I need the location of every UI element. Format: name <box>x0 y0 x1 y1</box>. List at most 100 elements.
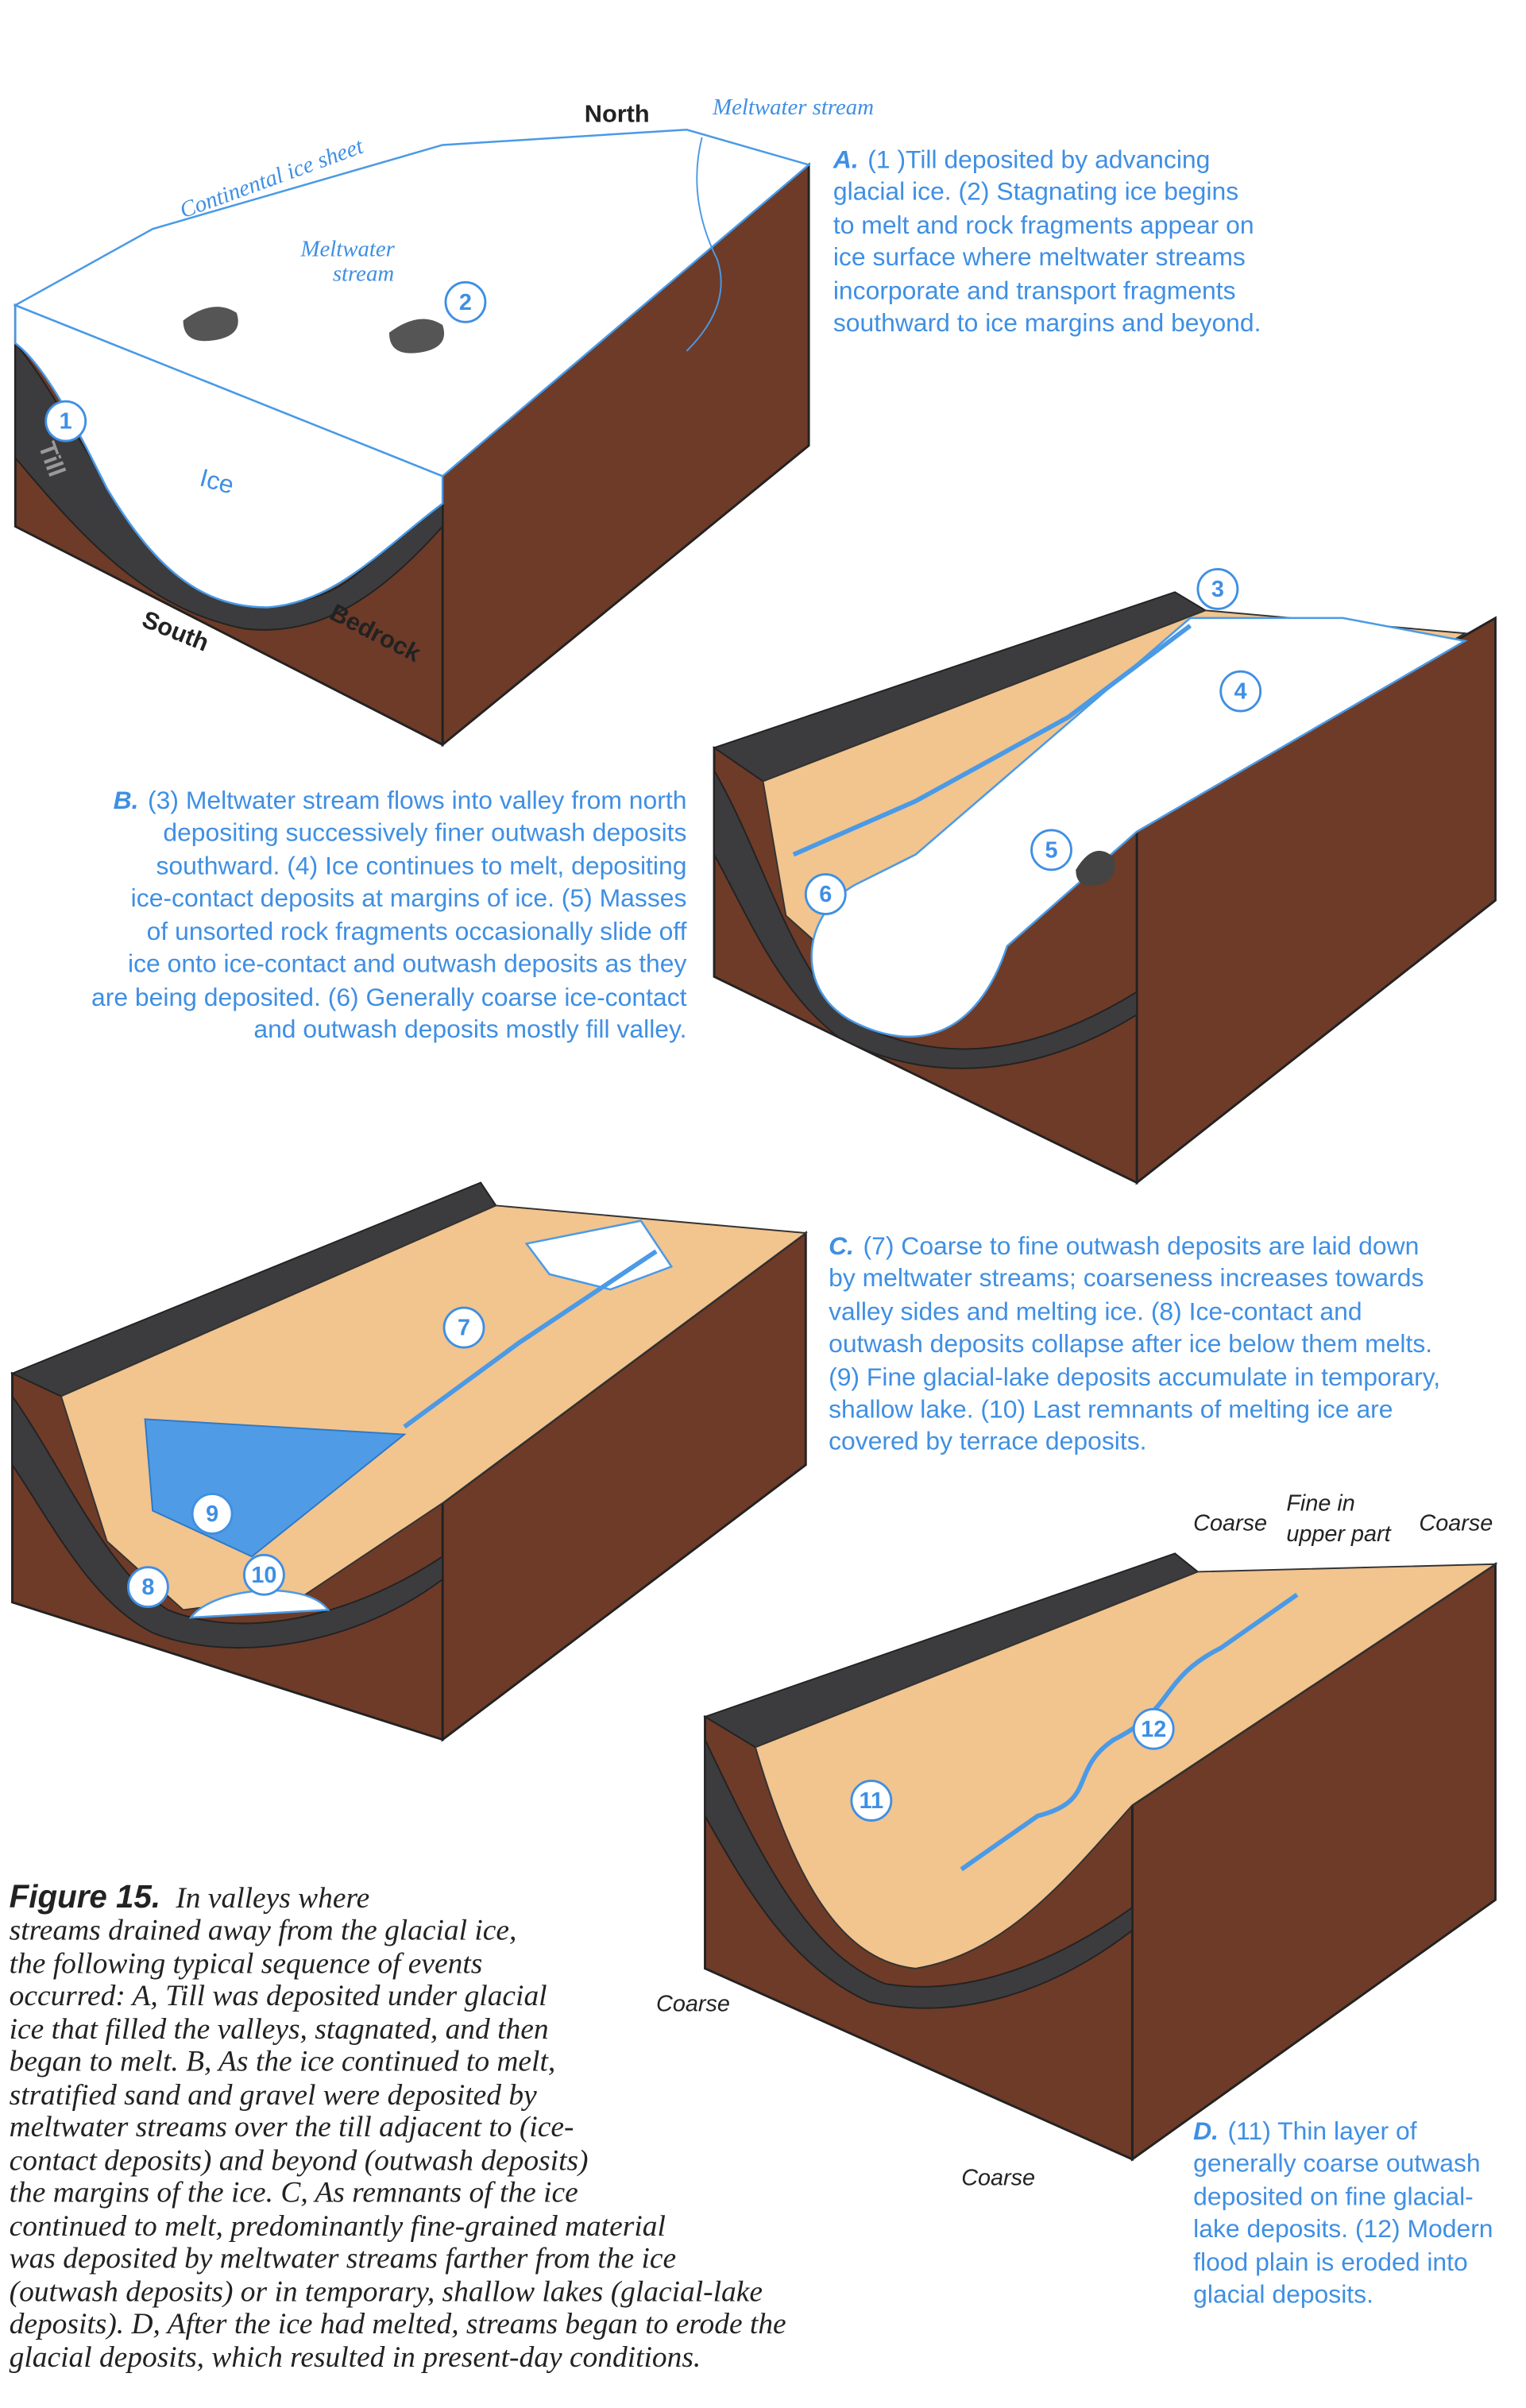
panel-b-line: ice-contact deposits at margins of ice. … <box>131 883 687 912</box>
block-a: North South Meltwater stream Continental… <box>13 95 874 748</box>
panel-d-line: generally coarse outwash <box>1193 2148 1480 2177</box>
panel-d-description: D.(11) Thin layer of <box>1193 2116 1417 2145</box>
svg-text:8: 8 <box>141 1575 154 1600</box>
panel-a-line: glacial ice. (2) Stagnating ice begins <box>833 177 1238 206</box>
fine-in-upper-part-label: Fine in <box>1286 1491 1354 1517</box>
caption-line: glacial deposits, which resulted in pres… <box>10 2341 701 2374</box>
panel-b-line: are being deposited. (6) Generally coars… <box>91 983 687 1011</box>
ice-remnant <box>810 616 1468 1038</box>
svg-text:5: 5 <box>1045 837 1058 863</box>
marker-7: 7 <box>442 1306 485 1349</box>
caption-first-line: Figure 15.In valleys where <box>10 1878 370 1915</box>
svg-text:7: 7 <box>458 1316 470 1341</box>
block-d: 11 12 Coarse Fine in upper part Coarse C… <box>656 1491 1498 2191</box>
caption-line: meltwater streams over the till adjacent… <box>10 2111 574 2143</box>
marker-1: 1 <box>44 400 87 443</box>
panel-a-line: to melt and rock fragments appear on <box>833 211 1254 239</box>
caption-line: (outwash deposits) or in temporary, shal… <box>10 2276 763 2309</box>
block-c: 7 8 9 10 <box>10 1181 808 1742</box>
caption-line: was deposited by meltwater streams farth… <box>10 2242 676 2275</box>
panel-b-line: depositing successively finer outwash de… <box>163 817 686 846</box>
marker-9: 9 <box>191 1493 234 1535</box>
till-layer <box>11 1393 444 1649</box>
panel-a-description: A.(1 )Till deposited by advancing <box>833 145 1211 173</box>
svg-text:3: 3 <box>1211 577 1224 602</box>
panel-a-line: ice surface where meltwater streams <box>833 242 1246 271</box>
panel-d-line: deposited on fine glacial- <box>1193 2182 1474 2211</box>
panel-c-line: by meltwater streams; coarseness increas… <box>829 1263 1424 1292</box>
block-b: 3 4 5 6 <box>712 568 1497 1185</box>
panel-b-description: B.(3) Meltwater stream flows into valley… <box>114 786 687 814</box>
rock-fragments <box>388 319 445 354</box>
meltwater-stream-label: Meltwater stream <box>712 95 874 120</box>
meltwater-label: Meltwater <box>300 237 396 262</box>
caption-line: began to melt. B, As the ice continued t… <box>10 2046 556 2078</box>
panel-c-line: shallow lake. (10) Last remnants of melt… <box>829 1394 1393 1423</box>
meltwater-stream <box>792 624 1192 857</box>
panel-b-line: and outwash deposits mostly fill valley. <box>253 1015 686 1043</box>
marker-8: 8 <box>127 1566 169 1609</box>
marker-12: 12 <box>1132 1707 1175 1750</box>
panel-c-line: (9) Fine glacial-lake deposits accumulat… <box>829 1362 1440 1391</box>
caption-title: Figure 15. <box>10 1878 161 1915</box>
fine-no-coarse-below-label: Fine, no <box>794 2100 876 2125</box>
fine-some-coarse-below-label: Fine, some <box>744 2034 857 2059</box>
marker-4: 4 <box>1219 670 1262 713</box>
svg-text:10: 10 <box>251 1563 276 1588</box>
caption-line: ice that filled the valleys, stagnated, … <box>10 2013 549 2046</box>
panel-b-line: southward. (4) Ice continues to melt, de… <box>156 852 686 880</box>
panel-c-line: covered by terrace deposits. <box>829 1427 1146 1455</box>
svg-text:2: 2 <box>459 290 472 315</box>
rock-fragments <box>1076 850 1115 887</box>
caption-line: continued to melt, predominantly fine-gr… <box>10 2210 666 2243</box>
svg-text:12: 12 <box>1141 1717 1166 1742</box>
panel-d-line: glacial deposits. <box>1193 2279 1373 2308</box>
marker-11: 11 <box>850 1780 893 1822</box>
marker-3: 3 <box>1196 568 1239 610</box>
coarse-label: Coarse <box>1419 1511 1493 1536</box>
panel-c-line: valley sides and melting ice. (8) Ice-co… <box>829 1297 1362 1325</box>
svg-text:6: 6 <box>819 882 832 907</box>
panel-a-line: incorporate and transport fragments <box>833 276 1236 304</box>
panel-b-line: ice onto ice-contact and outwash deposit… <box>128 949 687 978</box>
marker-6: 6 <box>804 873 847 915</box>
figure-caption: Figure 15.In valleys where streams drain… <box>10 1878 786 2374</box>
panel-b-line: of unsorted rock fragments occasionally … <box>147 917 687 945</box>
svg-text:1: 1 <box>60 409 72 435</box>
outwash-and-lake-deposits <box>754 1563 1498 1969</box>
panel-c-line: outwash deposits collapse after ice belo… <box>829 1329 1432 1358</box>
till-layer <box>713 767 1138 1069</box>
caption-line: deposits). D, After the ice had melted, … <box>10 2308 786 2340</box>
north-label: North <box>585 100 650 128</box>
marker-10: 10 <box>242 1553 285 1596</box>
fine-no-coarse-below-label: coarse below <box>794 2128 930 2154</box>
till-layer <box>704 1739 1134 2009</box>
marker-5: 5 <box>1030 829 1072 872</box>
modern-stream <box>960 1592 1299 1872</box>
panel-d-line: lake deposits. (12) Modern <box>1193 2214 1493 2243</box>
panel-d-line: flood plain is eroded into <box>1193 2248 1468 2276</box>
fine-some-coarse-below-label: coarse below <box>744 2063 881 2089</box>
caption-line: the following typical sequence of events <box>10 1948 483 1981</box>
meltwater-stream-line <box>686 137 722 352</box>
caption-line: the margins of the ice. C, As remnants o… <box>10 2177 578 2209</box>
svg-text:11: 11 <box>860 1788 883 1814</box>
fine-in-upper-part-label: upper part <box>1286 1521 1391 1547</box>
caption-line: occurred: A, Till was deposited under gl… <box>10 1980 547 2012</box>
coarse-label: Coarse <box>961 2166 1035 2191</box>
meltwater-stream <box>403 1249 658 1429</box>
coarse-label: Coarse <box>1193 1511 1267 1536</box>
caption-line: contact deposits) and beyond (outwash de… <box>10 2144 589 2177</box>
panel-a-line: southward to ice margins and beyond. <box>833 308 1261 337</box>
coarse-label: Coarse <box>656 1992 730 2017</box>
ice-sheet-top <box>13 129 811 477</box>
caption-line: stratified sand and gravel were deposite… <box>10 2079 537 2112</box>
marker-2: 2 <box>444 280 487 323</box>
svg-text:4: 4 <box>1234 679 1247 705</box>
svg-text:9: 9 <box>206 1502 218 1527</box>
stream-label: stream <box>333 261 394 286</box>
rock-fragments <box>183 307 238 342</box>
caption-line: streams drained away from the glacial ic… <box>10 1914 517 1946</box>
panel-c-description: C.(7) Coarse to fine outwash deposits ar… <box>829 1231 1419 1260</box>
